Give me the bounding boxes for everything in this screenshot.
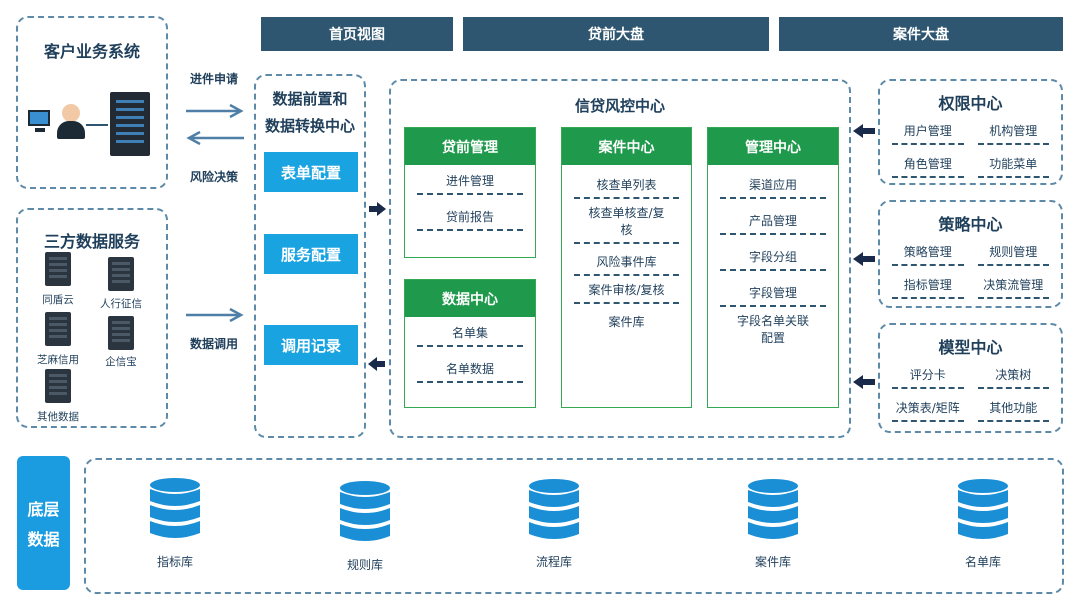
- bottom-label-line2: 数据: [27, 530, 60, 549]
- case-center-title: 案件中心: [562, 128, 691, 165]
- front-title-line1: 数据前置和: [272, 90, 348, 108]
- model-title: 模型中心: [938, 338, 1003, 357]
- monitor-stand: [35, 128, 45, 132]
- front-center-panel: 数据前置和 数据转换中心: [254, 74, 366, 438]
- mgmt-center-title: 管理中心: [708, 128, 838, 165]
- database-icon: [340, 481, 390, 541]
- service-config-button[interactable]: 服务配置: [264, 234, 358, 274]
- data-source-label: 同盾云: [42, 294, 74, 306]
- model-item[interactable]: 其他功能: [977, 399, 1049, 422]
- mgmt-center-item[interactable]: 产品管理: [720, 199, 826, 235]
- strategy-item[interactable]: 规则管理: [977, 243, 1049, 266]
- third-party-panel: 三方数据服务: [16, 208, 168, 428]
- data-center-item[interactable]: 名单数据: [417, 347, 523, 383]
- case-center-item[interactable]: 案件审核/复核: [574, 276, 679, 304]
- bottom-db-panel: [84, 458, 1064, 594]
- database-icon: [529, 479, 579, 539]
- apply-label: 进件申请: [190, 72, 239, 86]
- strategy-item[interactable]: 策略管理: [892, 243, 964, 266]
- data-center-box: 数据中心 名单集 名单数据: [404, 279, 536, 408]
- server-icon: [45, 312, 71, 346]
- call-record-button[interactable]: 调用记录: [264, 325, 358, 365]
- left-arrow-icon: [186, 131, 244, 145]
- server-icon: [110, 92, 150, 156]
- right-arrow-icon: [186, 308, 244, 322]
- permission-item[interactable]: 用户管理: [892, 122, 964, 145]
- risk-center-panel: 信贷风控中心: [389, 79, 851, 438]
- front-title-line2: 数据转换中心: [264, 117, 355, 135]
- loan-mgmt-title: 贷前管理: [405, 128, 535, 165]
- server-icon: [45, 369, 71, 403]
- user-body-icon: [57, 121, 85, 139]
- server-icon: [108, 257, 134, 291]
- permission-item[interactable]: 功能菜单: [977, 155, 1049, 178]
- connection-line: [86, 124, 108, 126]
- tab-loan-dashboard[interactable]: 贷前大盘: [463, 17, 769, 51]
- data-call-label: 数据调用: [190, 337, 239, 351]
- database-icon: [150, 478, 200, 538]
- permission-title: 权限中心: [938, 94, 1003, 113]
- strategy-item[interactable]: 决策流管理: [977, 276, 1049, 299]
- form-config-button[interactable]: 表单配置: [264, 152, 358, 192]
- third-party-title: 三方数据服务: [43, 232, 140, 251]
- right-arrow-icon: [186, 104, 244, 118]
- data-center-item[interactable]: 名单集: [417, 317, 523, 347]
- model-item[interactable]: 决策表/矩阵: [892, 399, 964, 422]
- left-arrow-icon: [853, 252, 875, 266]
- right-arrow-icon: [369, 202, 386, 216]
- database-icon: [748, 479, 798, 539]
- strategy-title: 策略中心: [938, 215, 1003, 234]
- db-label: 指标库: [156, 555, 193, 569]
- decision-label: 风险决策: [190, 170, 239, 184]
- model-item[interactable]: 评分卡: [892, 366, 964, 389]
- tab-home-view[interactable]: 首页视图: [261, 17, 453, 51]
- permission-item[interactable]: 机构管理: [977, 122, 1049, 145]
- server-icon: [108, 316, 134, 350]
- mgmt-center-item[interactable]: 字段管理: [720, 271, 826, 307]
- permission-item[interactable]: 角色管理: [892, 155, 964, 178]
- permission-panel: 权限中心 用户管理 机构管理 角色管理 功能菜单: [878, 79, 1063, 185]
- model-panel: 模型中心 评分卡 决策树 决策表/矩阵 其他功能: [878, 323, 1063, 433]
- mgmt-center-item[interactable]: 字段分组: [720, 235, 826, 271]
- model-item[interactable]: 决策树: [977, 366, 1049, 389]
- db-label: 名单库: [964, 555, 1001, 569]
- db-label: 规则库: [346, 558, 383, 572]
- data-source-label: 人行征信: [100, 298, 142, 310]
- case-center-item[interactable]: 风险事件库: [574, 244, 679, 276]
- db-label: 案件库: [754, 555, 791, 569]
- case-center-item[interactable]: 核查单列表: [574, 165, 679, 199]
- case-center-box: 案件中心 核查单列表 核查单核查/复核 风险事件库 案件审核/复核 案件库: [561, 127, 692, 408]
- user-icon: [62, 104, 80, 122]
- database-icon: [958, 479, 1008, 539]
- loan-mgmt-item[interactable]: 贷前报告: [417, 195, 523, 231]
- db-label: 流程库: [535, 555, 572, 569]
- tab-case-dashboard[interactable]: 案件大盘: [779, 17, 1063, 51]
- server-icon: [45, 252, 71, 286]
- risk-center-title: 信贷风控中心: [574, 97, 665, 115]
- bottom-layer-label: 底层 数据: [17, 456, 70, 590]
- case-center-item[interactable]: 核查单核查/复核: [574, 199, 679, 244]
- monitor-icon: [28, 110, 50, 126]
- data-source-label: 企信宝: [105, 356, 137, 368]
- mgmt-center-item[interactable]: 渠道应用: [720, 165, 826, 199]
- case-center-item[interactable]: 案件库: [608, 315, 645, 329]
- left-arrow-icon: [368, 357, 385, 371]
- customer-system-title: 客户业务系统: [43, 42, 140, 61]
- left-arrow-icon: [853, 375, 875, 389]
- mgmt-center-item[interactable]: 字段名单关联配置: [736, 314, 809, 345]
- bottom-label-line1: 底层: [27, 500, 60, 519]
- strategy-panel: 策略中心 策略管理 规则管理 指标管理 决策流管理: [878, 200, 1063, 308]
- mgmt-center-box: 管理中心 渠道应用 产品管理 字段分组 字段管理 字段名单关联配置: [707, 127, 839, 408]
- loan-mgmt-item[interactable]: 进件管理: [417, 165, 523, 195]
- loan-mgmt-box: 贷前管理 进件管理 贷前报告: [404, 127, 536, 258]
- left-arrow-icon: [853, 124, 875, 138]
- data-source-label: 其他数据: [37, 411, 79, 423]
- strategy-item[interactable]: 指标管理: [892, 276, 964, 299]
- data-source-label: 芝麻信用: [37, 354, 79, 366]
- customer-system-panel: 客户业务系统: [16, 16, 168, 189]
- data-center-title: 数据中心: [405, 280, 535, 317]
